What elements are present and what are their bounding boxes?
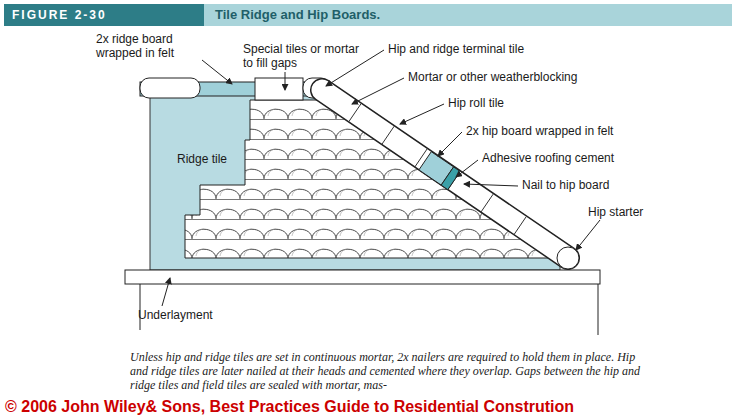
fascia [125,270,600,284]
part-label: 2x ridge board wrapped in felt [96,32,204,60]
part-label: Hip and ridge terminal tile [388,42,524,56]
part-label: Hip roll tile [448,96,504,110]
ridge-tile [140,78,200,98]
part-label: Mortar or other weatherblocking [408,70,577,84]
watermark: © 2006 John Wiley& Sons, Best Practices … [5,398,574,416]
figure-caption: Unless hip and ridge tiles are set in co… [130,350,650,392]
part-label: Hip starter [588,205,643,219]
cement [441,167,460,190]
part-label: 2x hip board wrapped in felt [466,124,613,138]
special-tile [255,78,303,100]
part-label: Ridge tile [177,152,227,166]
part-label: Nail to hip board [522,178,609,192]
hip-roll [322,90,568,258]
part-label: Underlayment [138,308,213,322]
title-band [4,4,732,26]
figure-number: FIGURE 2-30 [12,8,107,22]
hip-starter [557,247,579,269]
figure-title: Tile Ridge and Hip Boards. [215,8,380,22]
part-label: Adhesive roofing cement [482,151,614,165]
part-label: Special tiles or mortar to fill gaps [243,42,363,70]
figure-band [4,4,204,26]
